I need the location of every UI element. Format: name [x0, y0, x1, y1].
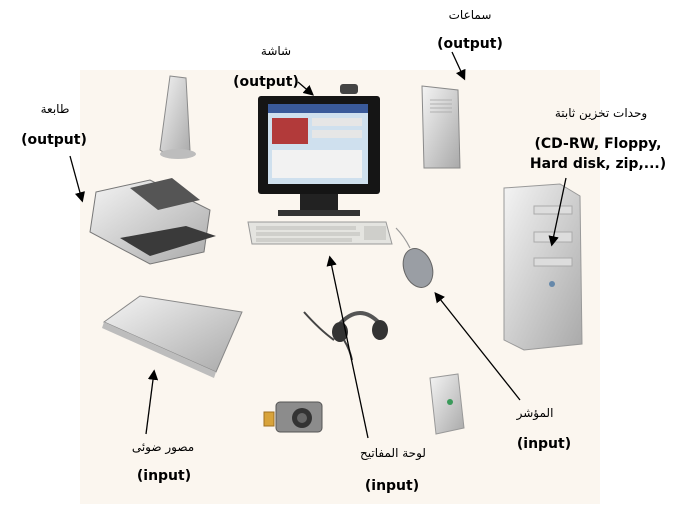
mouse [395, 227, 434, 288]
mouse-arrow [434, 291, 521, 401]
monitor-label: شاشة [260, 44, 292, 58]
storage-detail-line2: Hard disk, zip,...) [529, 156, 667, 172]
external-drive [429, 373, 465, 435]
scanner [102, 295, 243, 378]
speaker-arrow [451, 51, 466, 81]
storage-arrow [548, 177, 567, 247]
printer-label: طابعة [40, 102, 70, 116]
scanner-type: (input) [136, 468, 192, 484]
monitor [258, 84, 380, 216]
keyboard [247, 221, 393, 245]
speakers-type: (output) [437, 36, 503, 52]
keyboard-label: لوحة المفاتيح [360, 446, 426, 460]
keyboard-type: (input) [364, 478, 420, 494]
headset [303, 311, 388, 361]
storage-label: وحدات تخزين ثابتة [554, 106, 648, 120]
left-speaker [159, 75, 196, 159]
printer-type: (output) [21, 132, 87, 148]
right-speaker [421, 85, 461, 169]
scanner-arrow [145, 369, 159, 435]
printer [89, 178, 216, 265]
speakers-label: سماعات [448, 8, 492, 22]
scanner-label: مصور ضوئى [131, 440, 195, 454]
monitor-arrow [297, 81, 314, 96]
label-arrows [69, 51, 567, 439]
tower-computer [503, 183, 583, 351]
storage-detail-line1: (CD-RW, Floppy, [534, 136, 662, 152]
keyboard-arrow [326, 255, 369, 439]
printer-arrow [69, 155, 85, 203]
monitor-type: (output) [233, 74, 299, 90]
mouse-type: (input) [516, 436, 572, 452]
mouse-label: المؤشر [516, 406, 554, 420]
digital-camera [263, 401, 323, 433]
